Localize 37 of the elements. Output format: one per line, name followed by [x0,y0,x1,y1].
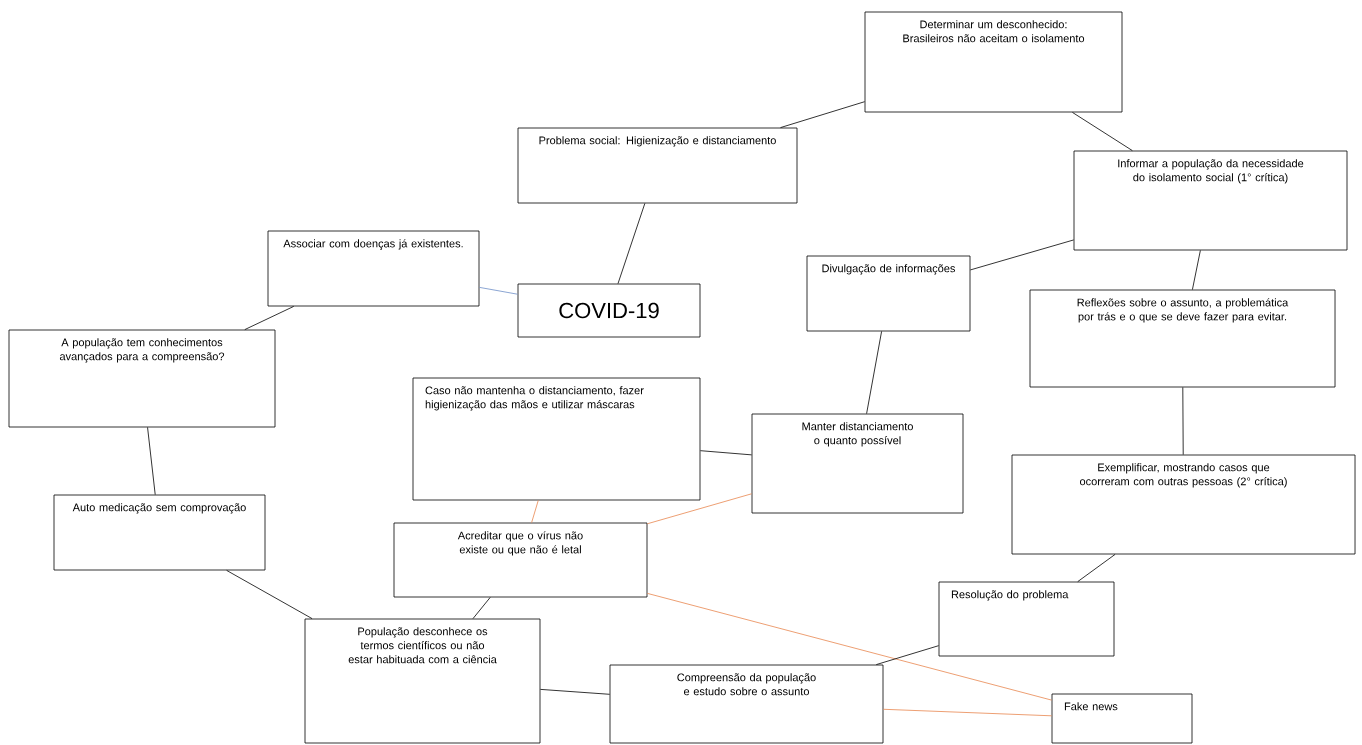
concept-box: Caso não mantenha o distanciamento, fazer higienização das mãos e utilizar máscaras [412,377,701,501]
concept-box: Reflexões sobre o assunto, a problemática por trás e o que se deve fazer para evitar. [1029,289,1336,388]
connector-line [1077,554,1116,582]
concept-box: População desconhece os termos científicos ou não estar habituada com a ciência [304,618,541,744]
connector-line [617,203,646,284]
concept-box: COVID-19 [517,283,701,338]
concept-box: A população tem conhecimentos avançados para a compreensão? [8,329,276,428]
connector-line [1072,112,1133,151]
connector-line [244,306,295,330]
connector-line [647,493,752,525]
concept-box: Resolução do problema [938,581,1115,657]
connector-line [647,593,1052,701]
concept-box: Informar a população da necessidade do isolamento social (1° crítica) [1073,150,1348,251]
connector-line [875,645,939,665]
concept-box: Associar com doenças já existentes. [267,230,480,307]
concept-box: Divulgação de informações [806,255,971,332]
concept-box: Compreensão da população e estudo sobre o assunto [609,664,884,744]
connector-line [540,689,610,695]
connector-line [147,427,156,495]
concept-box: Determinar um desconhecido: Brasileiros não aceitam o isolamento [864,11,1123,113]
connector-line [1182,387,1184,455]
connector-line [780,101,865,128]
connector-line [866,331,882,414]
connector-line [700,450,752,456]
concept-box: Manter distanciamento o quanto possível [751,413,964,514]
connector-line [531,500,539,523]
concept-box: Fake news [1051,693,1193,744]
connector-line [226,570,313,619]
connector-line [970,239,1074,271]
connector-line [883,708,1052,717]
connector-line [479,286,518,295]
connector-line [472,597,491,619]
connector-line [1192,250,1201,290]
concept-box: Exemplificar, mostrando casos que ocorreram com outras pessoas (2° crítica) [1011,454,1356,555]
concept-box: Auto medicação sem comprovação [53,494,266,571]
concept-box: Problema social: Higienização e distanciamento [517,127,798,204]
concept-box: Acreditar que o vírus não existe ou que não é letal [393,522,648,598]
